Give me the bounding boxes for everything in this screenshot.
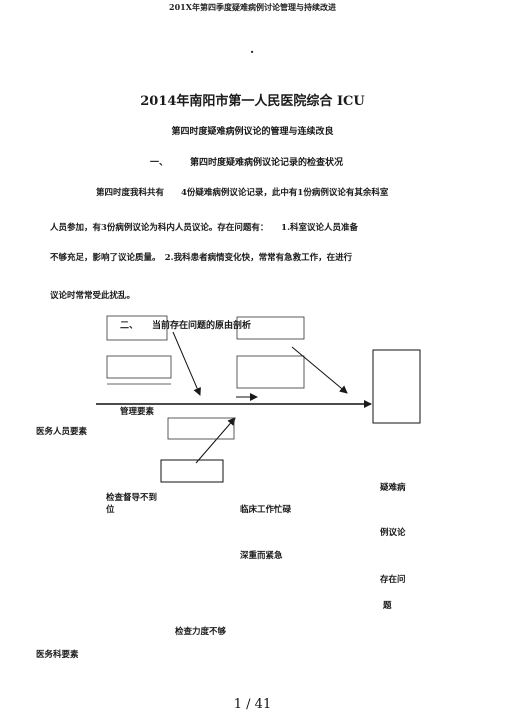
diagram-box-mid-left — [106, 355, 172, 379]
diagram-box-top-right — [236, 316, 305, 340]
page-number: 1 / 41 — [233, 697, 272, 712]
page-header: 201X年第四季度疑难病例讨论管理与持续改进 — [169, 2, 336, 12]
section-1-number: 一、 — [150, 158, 169, 168]
label-severe-urgent: 深重而紧急 — [240, 551, 283, 561]
label-management-factor: 管理要素 — [120, 407, 155, 417]
paragraph-line-4: 议论时常常受此扰乱。 — [50, 291, 136, 301]
header-dot: . — [250, 42, 255, 56]
paragraph-line-2: 人员参加，有3份病例议论为科内人员议论。存在问题有： 1.科室议论人员准备 — [50, 223, 359, 233]
diagram-box-lower-1 — [167, 417, 235, 440]
label-inspect-supervise-2: 位 — [106, 505, 115, 515]
label-effect-line-4: 题 — [383, 601, 392, 611]
label-medical-dept-factor: 医务科要素 — [36, 650, 79, 660]
document-title: 2014年南阳市第一人民医院综合 ICU — [140, 94, 365, 109]
section-1-title: 第四时度疑难病例议论记录的检查状况 — [190, 158, 344, 168]
diagram-bone-1 — [172, 331, 201, 396]
label-clinical-busy: 临床工作忙碌 — [240, 505, 292, 515]
diagram-effect-box — [372, 349, 421, 424]
diagram-box-top-left — [106, 315, 168, 341]
label-inspect-supervise-1: 检查督导不到 — [106, 493, 158, 503]
document-subtitle: 第四时度疑难病例议论的管理与连续改良 — [171, 127, 334, 137]
diagram-box-lower-2 — [160, 459, 224, 483]
paragraph-line-1: 第四时度我科共有 4份疑难病例议论记录，此中有1份病例议论有其余科室 — [96, 188, 389, 198]
section-2-number: 二、 — [120, 321, 139, 331]
diagram-bone-4 — [195, 417, 236, 464]
label-medical-staff-factor: 医务人员要素 — [36, 427, 88, 437]
label-effect-line-2: 例议论 — [380, 528, 406, 538]
diagram-bone-2 — [291, 346, 348, 394]
paragraph-line-3: 不够充足，影响了议论质量。 2.我科患者病情变化快，常常有急救工作，在进行 — [50, 253, 353, 263]
label-effect-line-3: 存在问 — [380, 575, 406, 585]
label-effect-line-1: 疑难病 — [380, 483, 406, 493]
diagram-box-mid-right — [236, 355, 305, 389]
label-inspect-force: 检查力度不够 — [175, 627, 227, 637]
section-2-title: 当前存在问题的原由剖析 — [152, 321, 252, 331]
